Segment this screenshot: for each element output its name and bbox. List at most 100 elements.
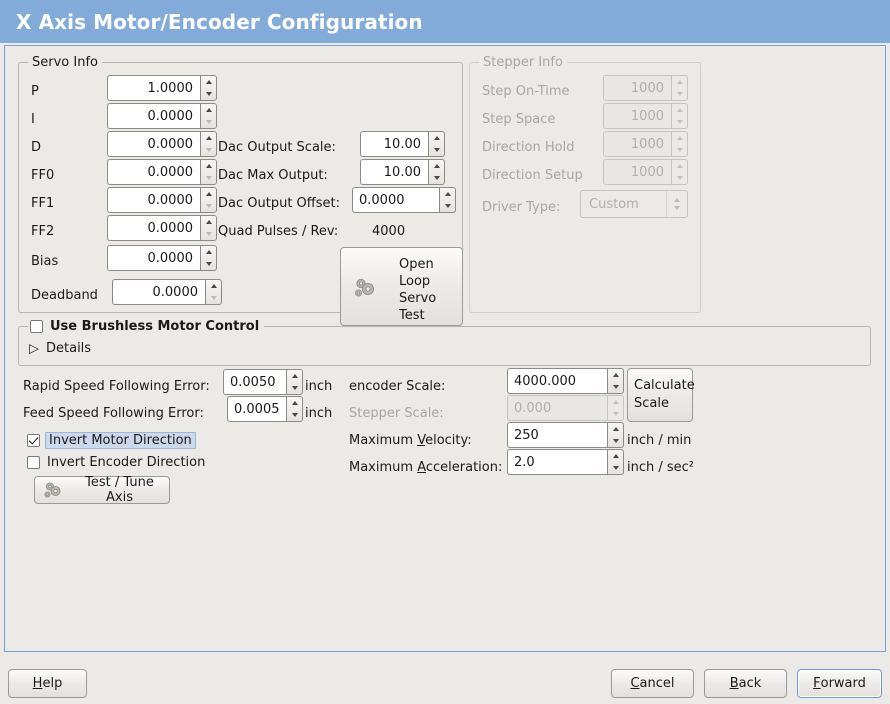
dac-output-offset-spinbox[interactable]: 0.0000 — [352, 187, 456, 213]
dac-max-output-spinbox[interactable]: 10.00 — [360, 159, 445, 185]
servo-d-spinbox[interactable]: 0.0000 — [107, 131, 217, 157]
rapid-following-error-spinbox[interactable]: 0.0050 — [223, 369, 303, 395]
spin-down-icon[interactable] — [201, 144, 216, 156]
spin-down-icon[interactable] — [608, 462, 623, 474]
dac-max-output-value[interactable]: 10.00 — [360, 159, 428, 185]
details-expander[interactable]: Details — [29, 341, 91, 356]
spin-up-icon[interactable] — [201, 216, 216, 228]
checkbox-box-icon[interactable] — [27, 434, 40, 447]
max-velocity-spinbox[interactable]: 250 — [507, 422, 624, 448]
servo-i-spinbox[interactable]: 0.0000 — [107, 103, 217, 129]
servo-bias-value[interactable]: 0.0000 — [107, 245, 200, 271]
servo-ff0-spinbox[interactable]: 0.0000 — [107, 159, 217, 185]
max-velocity-label-post: elocity: — [425, 433, 472, 448]
dac-output-offset-spin-buttons[interactable] — [439, 187, 456, 213]
spin-up-icon[interactable] — [287, 397, 302, 409]
spin-down-icon[interactable] — [201, 200, 216, 212]
servo-deadband-spinbox[interactable]: 0.0000 — [112, 279, 222, 305]
servo-ff2-spinbox[interactable]: 0.0000 — [107, 215, 217, 241]
servo-ff1-spinbox[interactable]: 0.0000 — [107, 187, 217, 213]
spin-down-icon[interactable] — [440, 200, 455, 212]
spin-up-icon[interactable] — [201, 188, 216, 200]
servo-bias-spin-buttons[interactable] — [200, 245, 217, 271]
max-velocity-value[interactable]: 250 — [507, 422, 607, 448]
dac-output-scale-value[interactable]: 10.00 — [360, 131, 428, 157]
servo-i-value[interactable]: 0.0000 — [107, 103, 200, 129]
max-acceleration-spin-buttons[interactable] — [607, 449, 624, 475]
servo-bias-spinbox[interactable]: 0.0000 — [107, 245, 217, 271]
spin-up-icon[interactable] — [201, 160, 216, 172]
dac-output-scale-spin-buttons[interactable] — [428, 131, 445, 157]
spin-down-icon[interactable] — [287, 409, 302, 421]
servo-ff0-spin-buttons[interactable] — [200, 159, 217, 185]
servo-i-spin-buttons[interactable] — [200, 103, 217, 129]
checkbox-box-icon[interactable] — [30, 320, 43, 333]
rapid-following-error-spin-buttons[interactable] — [286, 369, 303, 395]
spin-up-icon[interactable] — [206, 280, 221, 292]
calculate-scale-button[interactable]: Calculate Scale — [627, 368, 695, 422]
spin-up-icon[interactable] — [429, 132, 444, 144]
chevron-right-icon[interactable] — [29, 343, 39, 355]
spin-up-icon[interactable] — [201, 76, 216, 88]
servo-p-spin-buttons[interactable] — [200, 75, 217, 101]
use-brushless-checkbox[interactable]: Use Brushless Motor Control — [30, 319, 259, 334]
invert-motor-direction-checkbox[interactable]: Invert Motor Direction — [27, 432, 196, 449]
invert-encoder-direction-checkbox[interactable]: Invert Encoder Direction — [27, 455, 205, 470]
max-acceleration-value[interactable]: 2.0 — [507, 449, 607, 475]
servo-ff1-value[interactable]: 0.0000 — [107, 187, 200, 213]
spin-up-icon[interactable] — [440, 188, 455, 200]
dac-max-output-spin-buttons[interactable] — [428, 159, 445, 185]
encoder-scale-spin-buttons[interactable] — [607, 368, 624, 394]
servo-deadband-spin-buttons[interactable] — [205, 279, 222, 305]
spin-down-icon[interactable] — [201, 116, 216, 128]
spin-down-icon[interactable] — [201, 258, 216, 270]
dac-output-scale-spinbox[interactable]: 10.00 — [360, 131, 445, 157]
max-acceleration-spinbox[interactable]: 2.0 — [507, 449, 624, 475]
feed-following-error-spin-buttons[interactable] — [286, 396, 303, 422]
spin-down-icon[interactable] — [287, 382, 302, 394]
spin-down-icon[interactable] — [201, 88, 216, 100]
spin-down-icon[interactable] — [206, 292, 221, 304]
servo-ff2-value[interactable]: 0.0000 — [107, 215, 200, 241]
stepper-scale-spinbox: 0.000 — [507, 395, 624, 421]
spin-down-icon[interactable] — [429, 172, 444, 184]
feed-following-error-spinbox[interactable]: 0.0005 — [227, 396, 303, 422]
dac-output-offset-value[interactable]: 0.0000 — [352, 187, 439, 213]
spin-down-icon[interactable] — [608, 381, 623, 393]
spin-down-icon[interactable] — [608, 435, 623, 447]
test-tune-axis-button[interactable]: Test / Tune Axis — [34, 475, 170, 505]
servo-ff0-value[interactable]: 0.0000 — [107, 159, 200, 185]
servo-d-value[interactable]: 0.0000 — [107, 131, 200, 157]
spin-up-icon[interactable] — [287, 370, 302, 382]
direction-hold-spinbox: 1000 — [603, 131, 688, 157]
open-loop-servo-test-button[interactable]: Open Loop Servo Test — [340, 247, 463, 326]
servo-deadband-value[interactable]: 0.0000 — [112, 279, 205, 305]
spin-up-icon[interactable] — [608, 423, 623, 435]
servo-p-value[interactable]: 1.0000 — [107, 75, 200, 101]
spin-down-icon[interactable] — [429, 144, 444, 156]
checkbox-box-icon[interactable] — [27, 456, 40, 469]
spin-up-icon[interactable] — [201, 104, 216, 116]
max-velocity-spin-buttons[interactable] — [607, 422, 624, 448]
spin-up-icon[interactable] — [608, 450, 623, 462]
servo-ff2-spin-buttons[interactable] — [200, 215, 217, 241]
encoder-scale-spinbox[interactable]: 4000.000 — [507, 368, 624, 394]
spin-down-icon — [608, 408, 623, 420]
spin-down-icon[interactable] — [201, 228, 216, 240]
spin-down-icon[interactable] — [201, 172, 216, 184]
spin-up-icon[interactable] — [201, 132, 216, 144]
feed-following-error-value[interactable]: 0.0005 — [227, 396, 286, 422]
spin-up-icon[interactable] — [429, 160, 444, 172]
servo-p-spinbox[interactable]: 1.0000 — [107, 75, 217, 101]
spin-up-icon[interactable] — [608, 369, 623, 381]
servo-ff1-spin-buttons[interactable] — [200, 187, 217, 213]
servo-d-spin-buttons[interactable] — [200, 131, 217, 157]
spin-up-icon[interactable] — [201, 246, 216, 258]
encoder-scale-value[interactable]: 4000.000 — [507, 368, 607, 394]
rapid-following-error-value[interactable]: 0.0050 — [223, 369, 286, 395]
direction-setup-value: 1000 — [603, 159, 671, 185]
